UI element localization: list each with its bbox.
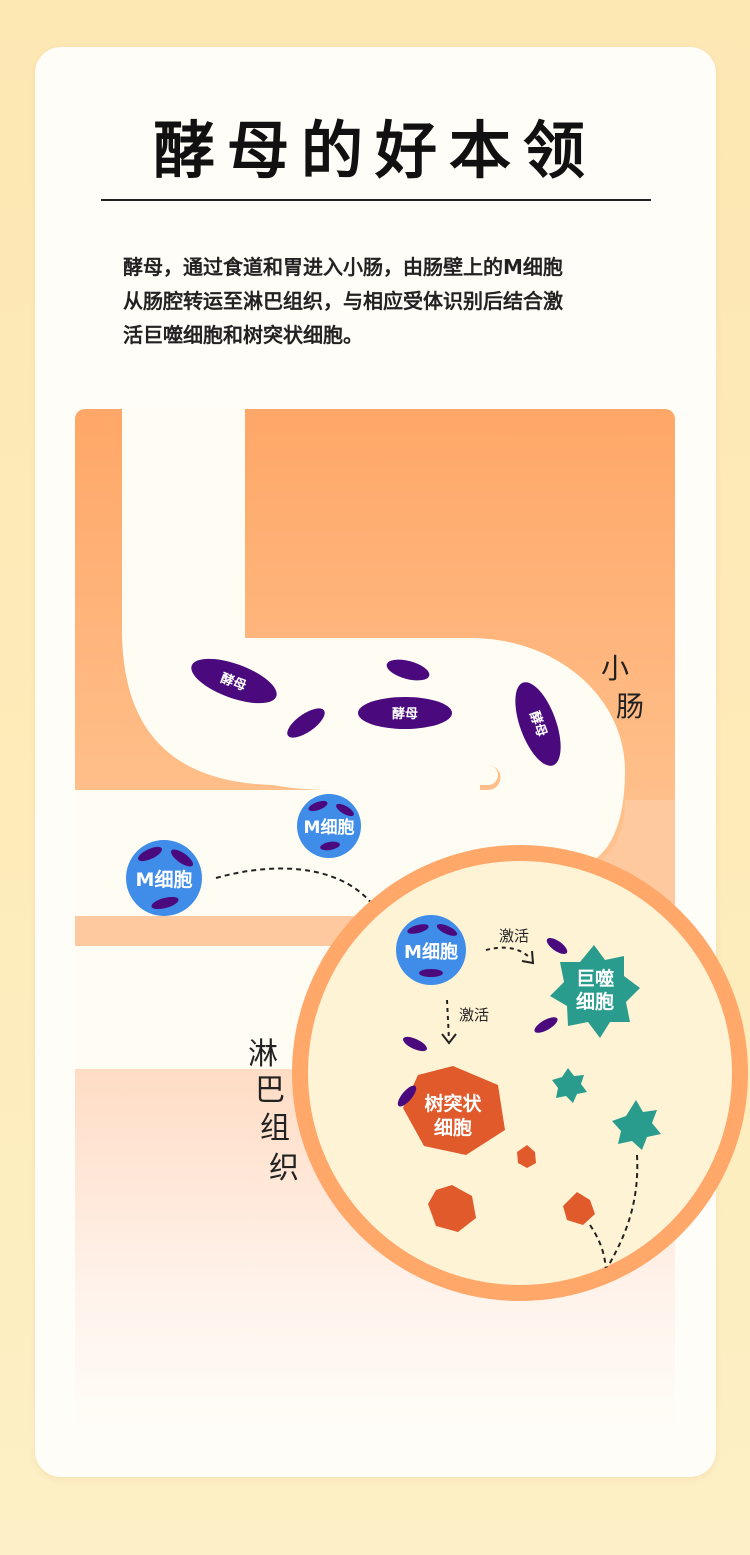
dendritic-cell: 树突状 细胞 bbox=[403, 1066, 505, 1155]
macrophage-label: 巨噬 bbox=[576, 967, 614, 990]
yeast-cell bbox=[386, 659, 430, 681]
arrow-head bbox=[441, 1033, 457, 1045]
lymph-tissue-label: 组 bbox=[260, 1111, 290, 1146]
m-cell-label: M细胞 bbox=[136, 868, 193, 891]
yeast-cell bbox=[515, 682, 561, 766]
dendritic-small bbox=[563, 1192, 595, 1225]
yeast-cell bbox=[403, 1036, 427, 1052]
macrophage-small bbox=[552, 1068, 587, 1103]
migration-path bbox=[605, 1154, 639, 1271]
yeast-cell bbox=[534, 1017, 558, 1033]
description-line: 活巨噬细胞和树突状细胞。 bbox=[123, 323, 363, 347]
yeast-cell bbox=[397, 1085, 417, 1107]
macrophage-cell: 巨噬 细胞 bbox=[550, 945, 640, 1038]
small-intestine-label: 肠 bbox=[616, 690, 644, 723]
dendritic-small bbox=[428, 1185, 476, 1232]
zoom-contents: M细胞 激活 激活 巨噬 细胞 树突状 细胞 bbox=[396, 915, 661, 1276]
arrow-head bbox=[521, 950, 535, 965]
page-title: 酵母的好本领 bbox=[152, 114, 597, 187]
m-cell: M细胞 bbox=[297, 794, 361, 858]
activate-label: 激活 bbox=[459, 1006, 489, 1024]
dendritic-small bbox=[517, 1145, 536, 1168]
m-cell: M细胞 bbox=[396, 915, 466, 985]
yeast-group: 酵母 酵母 酵母 bbox=[191, 658, 561, 766]
m-cell: M细胞 bbox=[126, 840, 202, 916]
yeast-label: 酵母 bbox=[392, 706, 418, 722]
small-intestine-label: 小 bbox=[601, 652, 629, 685]
dendritic-label: 树突状 bbox=[424, 1092, 482, 1115]
yeast-cell bbox=[287, 708, 325, 738]
activate-arrow bbox=[446, 999, 450, 1041]
zoom-circle bbox=[292, 845, 748, 1301]
description-line: 酵母，通过食道和胃进入小肠，由肠壁上的M细胞 bbox=[123, 255, 563, 279]
activate-arrow bbox=[485, 946, 531, 959]
title-divider bbox=[101, 199, 651, 201]
lymph-tissue-label: 织 bbox=[269, 1151, 299, 1186]
lymph-tissue-label: 巴 bbox=[255, 1073, 285, 1108]
m-cell-label: M细胞 bbox=[304, 817, 355, 838]
macrophage-label: 细胞 bbox=[576, 990, 614, 1013]
description: 酵母，通过食道和胃进入小肠，由肠壁上的M细胞 从肠腔转运至淋巴组织，与相应受体识… bbox=[123, 250, 643, 352]
yeast-cell bbox=[191, 658, 277, 704]
activate-label: 激活 bbox=[499, 927, 529, 945]
intestine-lumen bbox=[75, 409, 625, 870]
yeast-cell bbox=[546, 937, 568, 955]
macrophage-small bbox=[612, 1100, 661, 1150]
dendritic-label: 细胞 bbox=[434, 1116, 472, 1139]
description-line: 从肠腔转运至淋巴组织，与相应受体识别后结合激 bbox=[123, 289, 563, 313]
lymph-tissue-label: 淋 bbox=[248, 1037, 278, 1072]
m-cell-label: M细胞 bbox=[404, 941, 458, 963]
yeast-cell bbox=[358, 697, 452, 729]
